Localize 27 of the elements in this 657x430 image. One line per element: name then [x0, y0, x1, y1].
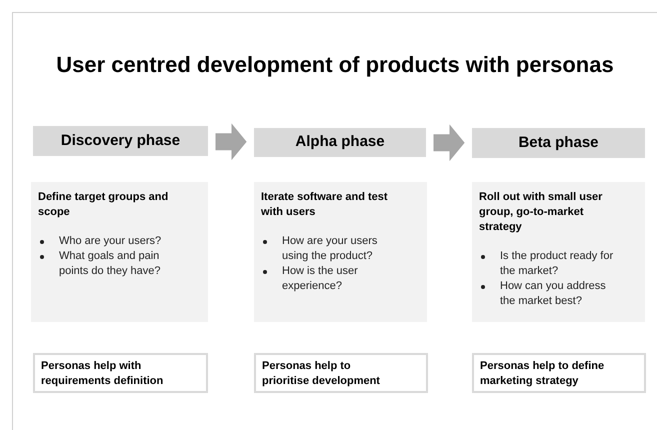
note-box	[33, 353, 208, 393]
phase-header	[254, 128, 426, 157]
phase-title: Discovery phase	[60, 130, 180, 151]
content-panel	[472, 182, 645, 322]
note-box	[472, 353, 646, 393]
bullet-text: How can you address the market best?	[500, 279, 607, 309]
block-arrow	[434, 124, 465, 162]
bullet-text: What goals and pain points do they have?	[59, 249, 162, 279]
phase-title: Alpha phase	[295, 132, 385, 152]
bullet-text: Who are your users?	[59, 234, 162, 249]
bullet-text: How are your users using the product?	[282, 234, 378, 264]
phase-header	[472, 128, 645, 158]
panel-heading: Iterate software and test with users	[261, 190, 389, 220]
note-text: Personas help to define marketing strategy	[480, 359, 606, 389]
bullet-text: How is the user experience?	[282, 264, 359, 294]
diagram-title: User centred development of products with personas	[55, 51, 615, 79]
panel-heading: Roll out with small user group, go-to-market strategy	[479, 190, 604, 235]
note-box	[254, 353, 428, 393]
block-arrow	[216, 123, 247, 160]
phase-header	[33, 126, 208, 156]
bullet-text: Is the product ready for the market?	[500, 249, 614, 279]
content-panel	[31, 182, 208, 322]
panel-heading: Define target groups and scope	[38, 190, 170, 220]
note-text: Personas help with requirements definition	[41, 359, 164, 389]
note-text: Personas help to prioritise development	[262, 359, 381, 389]
phase-title: Beta phase	[518, 132, 599, 153]
content-panel	[254, 182, 427, 322]
